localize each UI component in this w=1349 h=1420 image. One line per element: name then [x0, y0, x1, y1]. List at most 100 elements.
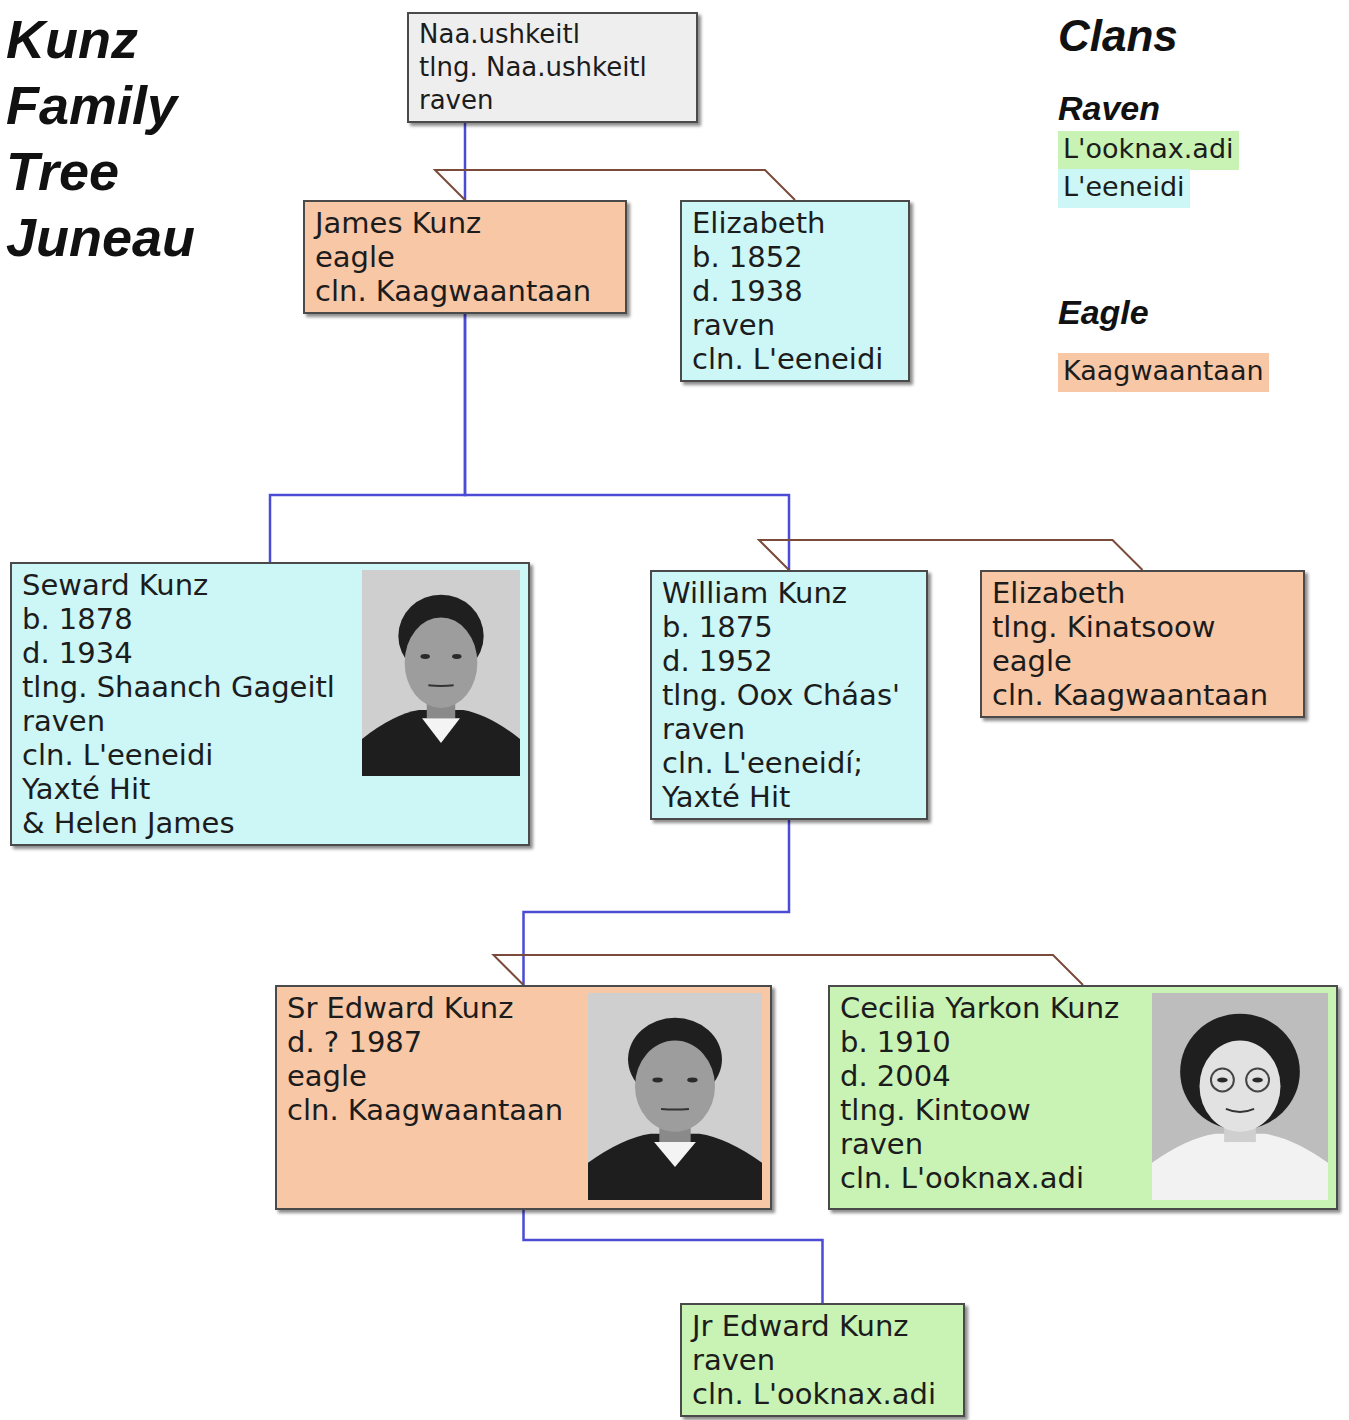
person-text: Sr Edward Kunzd. ? 1987eaglecln. Kaagwaa…: [287, 991, 563, 1127]
person-box: Elizabethtlng. Kinatsooweaglecln. Kaagwa…: [980, 570, 1305, 718]
person-name: William Kunz: [662, 576, 900, 610]
photo-ground: [1152, 993, 1328, 1200]
person-detail: raven: [692, 308, 883, 342]
person-name: Naa.ushkeitl: [419, 18, 647, 51]
person-box: Seward Kunzb. 1878d. 1934tlng. Shaanch G…: [10, 562, 530, 846]
person-box: Cecilia Yarkon Kunzb. 1910d. 2004tlng. K…: [828, 985, 1338, 1210]
person-detail: d. 1934: [22, 636, 335, 670]
person-detail: raven: [662, 712, 900, 746]
person-detail: cln. L'ooknax.adi: [692, 1377, 936, 1411]
photo-face: [635, 1041, 715, 1132]
person-name: Cecilia Yarkon Kunz: [840, 991, 1119, 1025]
person-name: Jr Edward Kunz: [692, 1309, 936, 1343]
legend-swatch: L'ooknax.adi: [1058, 131, 1239, 170]
person-detail: b. 1878: [22, 602, 335, 636]
photo-shoulders: [362, 710, 520, 776]
person-detail: d. ? 1987: [287, 1025, 563, 1059]
person-detail: cln. L'ooknax.adi: [840, 1161, 1119, 1195]
person-text: Seward Kunzb. 1878d. 1934tlng. Shaanch G…: [22, 568, 335, 840]
photo-eye: [1217, 1077, 1228, 1082]
legend-heading: Eagle: [1058, 292, 1149, 332]
person-detail: & Helen James: [22, 806, 335, 840]
photo-ground: [588, 993, 762, 1200]
person-text: Jr Edward Kunzravencln. L'ooknax.adi: [692, 1309, 936, 1411]
photo-eye: [652, 1077, 662, 1082]
person-detail: eagle: [287, 1059, 563, 1093]
person-detail: tlng. Naa.ushkeitl: [419, 51, 647, 84]
photo-collar: [654, 1142, 696, 1167]
person-detail: cln. Kaagwaantaan: [287, 1093, 563, 1127]
person-detail: cln. Kaagwaantaan: [315, 274, 591, 308]
person-detail: eagle: [992, 644, 1268, 678]
person-text: Naa.ushkeitltlng. Naa.ushkeitlraven: [419, 18, 647, 117]
photo-collar: [422, 718, 460, 743]
portrait-photo: [362, 570, 520, 776]
person-detail: b. 1910: [840, 1025, 1119, 1059]
person-name: Elizabeth: [992, 576, 1268, 610]
marriage-bracket: [435, 170, 795, 200]
legend-swatch: L'eeneidi: [1058, 169, 1190, 208]
descent-line: [524, 820, 790, 985]
person-detail: Yaxté Hit: [22, 772, 335, 806]
descent-line: [524, 1210, 823, 1303]
photo-face: [405, 617, 478, 708]
legend-text: L'ooknax.adi: [1063, 133, 1234, 164]
photo-eye: [687, 1077, 697, 1082]
person-box: James Kunzeaglecln. Kaagwaantaan: [303, 200, 627, 314]
person-detail: cln. L'eeneidi: [692, 342, 883, 376]
descent-line: [464, 123, 467, 200]
person-detail: b. 1875: [662, 610, 900, 644]
person-detail: cln. L'eeneidi: [22, 738, 335, 772]
person-text: William Kunzb. 1875d. 1952tlng. Oox Cháa…: [662, 576, 900, 814]
person-detail: raven: [692, 1343, 936, 1377]
person-detail: tlng. Oox Cháas': [662, 678, 900, 712]
person-detail: cln. L'eeneidí;: [662, 746, 900, 780]
marriage-bracket: [759, 540, 1143, 570]
photo-mouth: [1226, 1109, 1254, 1112]
photo-ground: [362, 570, 520, 776]
legend-text: Kaagwaantaan: [1063, 355, 1264, 386]
photo-shoulders: [588, 1134, 762, 1200]
person-detail: tlng. Shaanch Gageitl: [22, 670, 335, 704]
person-box: Naa.ushkeitltlng. Naa.ushkeitlraven: [407, 12, 698, 123]
person-detail: d. 1952: [662, 644, 900, 678]
legend-heading: Clans: [1058, 10, 1178, 62]
person-box: Elizabethb. 1852d. 1938ravencln. L'eenei…: [680, 200, 910, 382]
person-detail: b. 1852: [692, 240, 883, 274]
photo-eye: [1252, 1077, 1263, 1082]
person-detail: eagle: [315, 240, 591, 274]
photo-glasses: [1246, 1069, 1269, 1092]
person-text: Elizabethb. 1852d. 1938ravencln. L'eenei…: [692, 206, 883, 376]
person-detail: raven: [419, 84, 647, 117]
photo-eye: [420, 654, 429, 659]
photo-eye: [452, 654, 461, 659]
portrait-photo: [588, 993, 762, 1200]
person-text: Elizabethtlng. Kinatsooweaglecln. Kaagwa…: [992, 576, 1268, 712]
photo-mouth: [661, 1108, 689, 1111]
person-detail: Yaxté Hit: [662, 780, 900, 814]
photo-face: [1200, 1041, 1281, 1132]
descent-line: [270, 314, 465, 562]
person-name: Sr Edward Kunz: [287, 991, 563, 1025]
portrait-photo: [1152, 993, 1328, 1200]
person-detail: cln. Kaagwaantaan: [992, 678, 1268, 712]
person-box: Jr Edward Kunzravencln. L'ooknax.adi: [680, 1303, 965, 1417]
person-detail: d. 2004: [840, 1059, 1119, 1093]
person-text: James Kunzeaglecln. Kaagwaantaan: [315, 206, 591, 308]
legend-heading: Raven: [1058, 88, 1160, 128]
person-box: Sr Edward Kunzd. ? 1987eaglecln. Kaagwaa…: [275, 985, 772, 1210]
marriage-bracket: [494, 955, 1084, 985]
person-detail: tlng. Kinatsoow: [992, 610, 1268, 644]
person-detail: raven: [840, 1127, 1119, 1161]
person-name: James Kunz: [315, 206, 591, 240]
photo-glasses: [1211, 1069, 1234, 1092]
person-detail: d. 1938: [692, 274, 883, 308]
diagram-title: Kunz Family Tree Juneau: [6, 6, 231, 270]
person-detail: raven: [22, 704, 335, 738]
person-detail: tlng. Kintoow: [840, 1093, 1119, 1127]
person-name: Seward Kunz: [22, 568, 335, 602]
person-box: William Kunzb. 1875d. 1952tlng. Oox Cháa…: [650, 570, 928, 820]
legend-text: L'eeneidi: [1063, 171, 1185, 202]
photo-mouth: [428, 684, 453, 687]
